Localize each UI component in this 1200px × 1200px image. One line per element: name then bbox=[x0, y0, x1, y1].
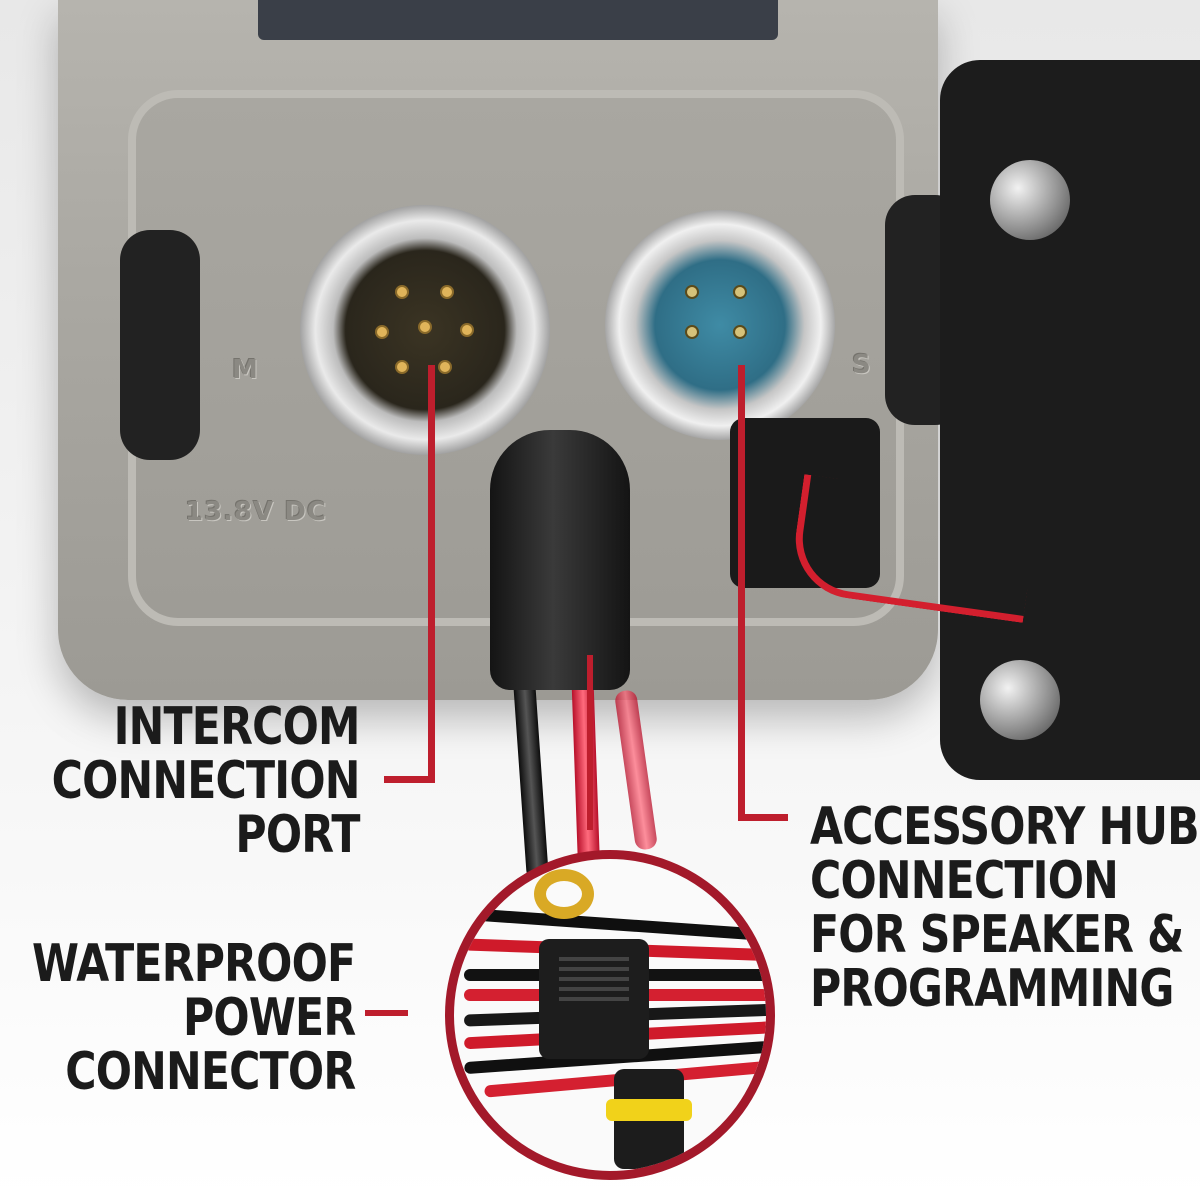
speaker-panel bbox=[940, 60, 1200, 780]
callout-power: WATERPROOF POWER CONNECTOR bbox=[31, 934, 356, 1102]
callout-line: POWER bbox=[182, 988, 356, 1048]
callout-line: CONNECTOR bbox=[64, 1042, 356, 1102]
power-wire-red bbox=[613, 689, 659, 851]
power-wire-black bbox=[513, 679, 549, 881]
wire-grommet bbox=[730, 418, 880, 588]
callout-accessory: ACCESSORY HUB CONNECTION FOR SPEAKER & P… bbox=[810, 797, 1200, 1019]
pin bbox=[395, 360, 409, 374]
grill-line bbox=[559, 997, 629, 1001]
mount-bracket-left bbox=[120, 230, 200, 460]
speaker-marking: S bbox=[852, 350, 872, 380]
pin bbox=[395, 285, 409, 299]
ring-terminal bbox=[534, 869, 594, 919]
pin bbox=[460, 323, 474, 337]
waterproof-seal bbox=[606, 1099, 692, 1121]
callout-line: ACCESSORY HUB bbox=[810, 797, 1200, 857]
pin bbox=[685, 285, 699, 299]
pin bbox=[438, 360, 452, 374]
screw-icon bbox=[980, 660, 1060, 740]
callout-line: CONNECTION bbox=[810, 851, 1119, 911]
grill-line bbox=[559, 957, 629, 961]
intercom-leader-vertical bbox=[428, 365, 435, 783]
radio-label-sticker bbox=[258, 0, 778, 40]
power-cable-boot bbox=[490, 430, 630, 690]
callout-line: INTERCOM bbox=[113, 697, 361, 757]
intercom-port bbox=[300, 205, 550, 455]
callout-intercom: INTERCOM CONNECTION PORT bbox=[51, 697, 361, 865]
pin bbox=[733, 285, 747, 299]
grill-line bbox=[559, 987, 629, 991]
pin bbox=[375, 325, 389, 339]
pin bbox=[685, 325, 699, 339]
grill-line bbox=[559, 967, 629, 971]
accessory-leader-horizontal bbox=[738, 814, 788, 821]
screw-icon bbox=[990, 160, 1070, 240]
callout-line: WATERPROOF bbox=[31, 934, 356, 994]
intercom-leader-horizontal bbox=[384, 776, 435, 783]
callout-line: PROGRAMMING bbox=[810, 959, 1174, 1019]
pin bbox=[440, 285, 454, 299]
accessory-port bbox=[605, 210, 835, 440]
power-leader-vertical bbox=[587, 655, 593, 830]
callout-line: CONNECTION bbox=[51, 751, 361, 811]
fuse-holder bbox=[539, 939, 649, 1059]
power-leader-horizontal bbox=[365, 1010, 408, 1016]
voltage-marking: 13.8V DC bbox=[185, 497, 327, 527]
pin bbox=[418, 320, 432, 334]
pin bbox=[733, 325, 747, 339]
grill-line bbox=[559, 977, 629, 981]
callout-line: FOR SPEAKER & bbox=[810, 905, 1184, 965]
mic-marking: M bbox=[232, 355, 259, 385]
callout-line: PORT bbox=[235, 805, 361, 865]
power-harness-inset bbox=[445, 850, 775, 1180]
accessory-leader-vertical bbox=[738, 365, 745, 820]
wire bbox=[463, 907, 766, 943]
